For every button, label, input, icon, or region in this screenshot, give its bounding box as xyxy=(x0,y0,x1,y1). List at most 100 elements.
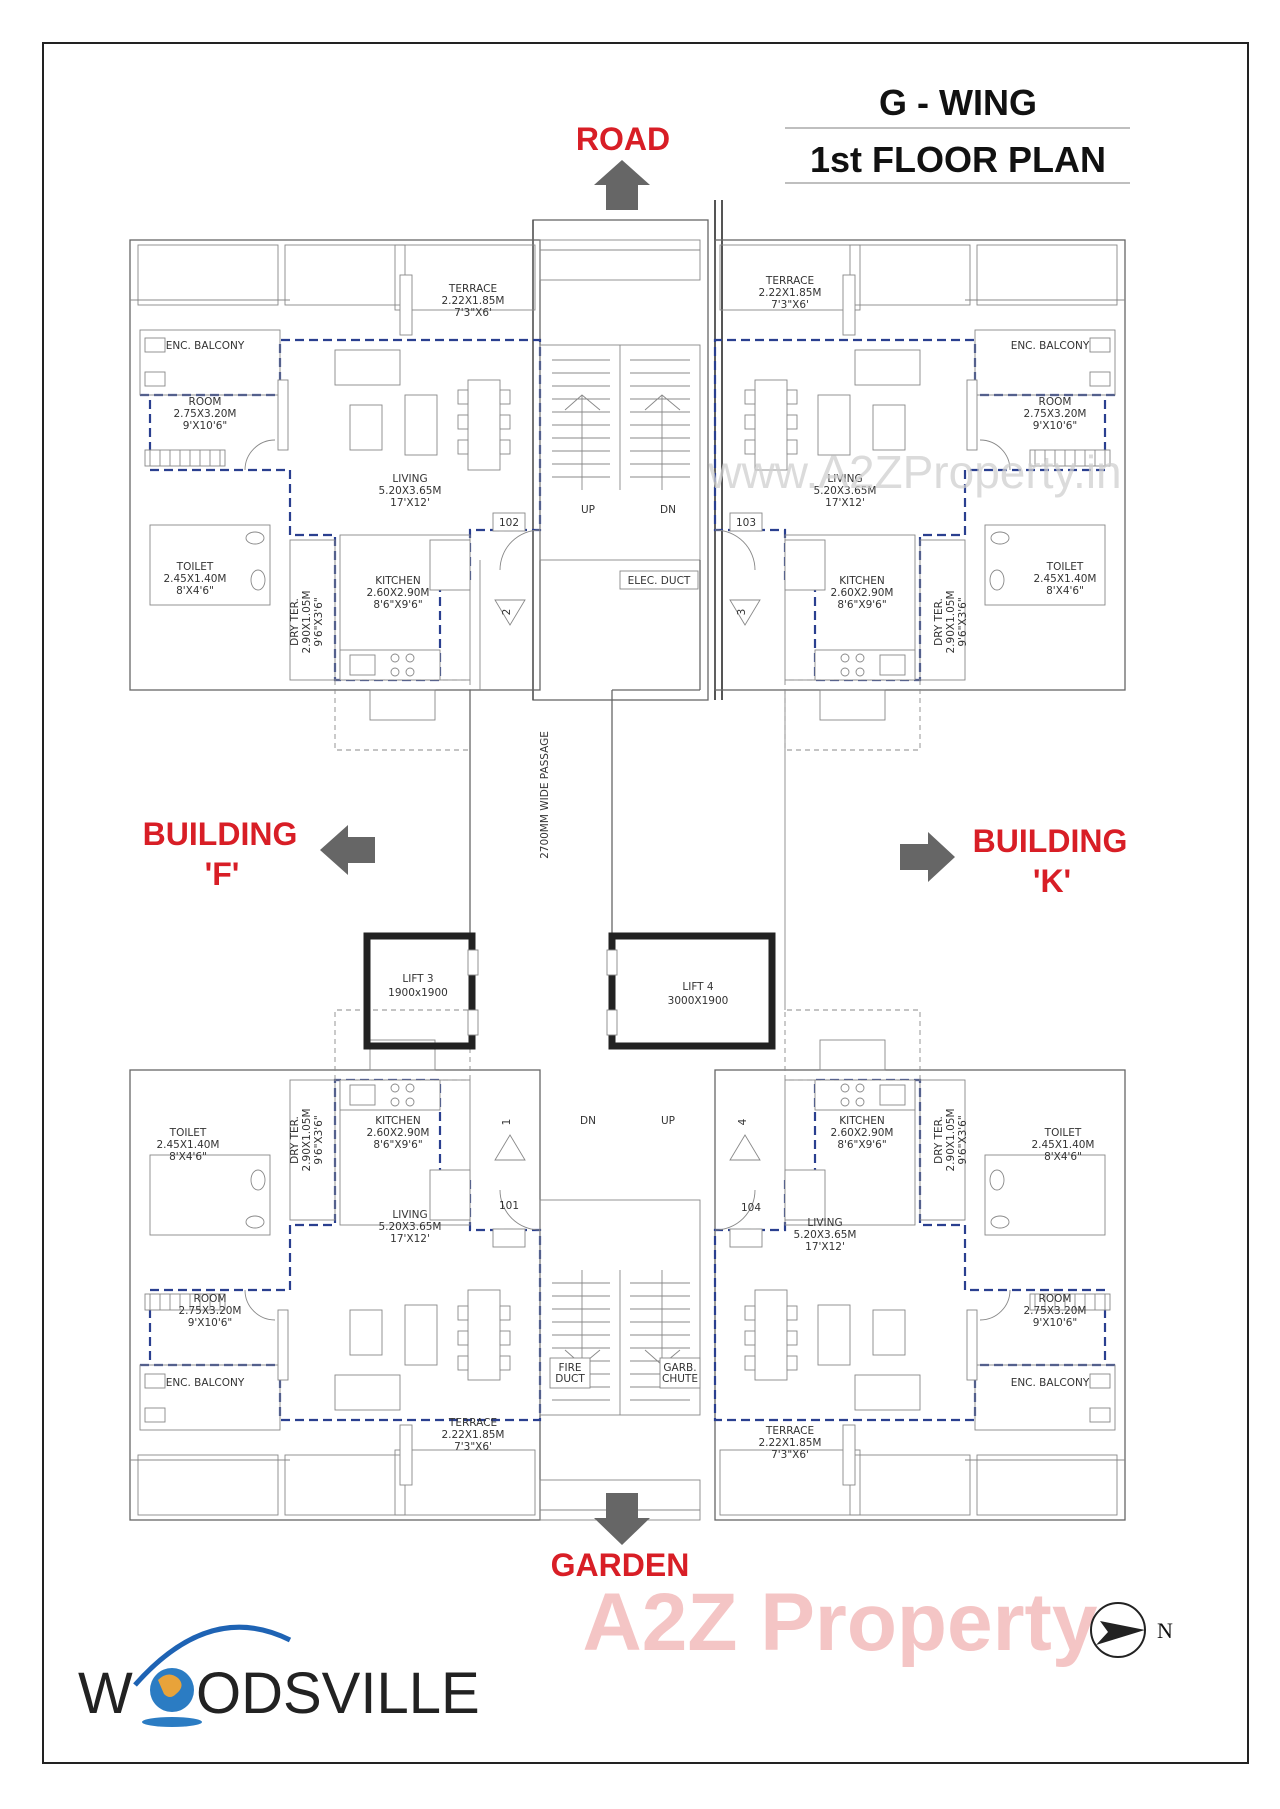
svg-text:8'6"X9'6": 8'6"X9'6" xyxy=(837,599,886,611)
garden-arrow-icon xyxy=(594,1493,650,1545)
svg-text:5.20X3.65M: 5.20X3.65M xyxy=(378,485,441,497)
svg-text:9'6"X3'6": 9'6"X3'6" xyxy=(313,1115,325,1164)
svg-text:LIVING: LIVING xyxy=(827,473,862,485)
flat-103-labels: TERRACE 2.22X1.85M 7'3"X6' ENC. BALCONY … xyxy=(736,275,1097,654)
toilet-label: TOILET xyxy=(176,561,214,573)
flat-number: 104 xyxy=(741,1202,761,1214)
page-border xyxy=(42,42,1249,1764)
north-compass-icon: N xyxy=(1090,1602,1173,1658)
lift-4-size: 3000X1900 xyxy=(668,995,729,1007)
svg-text:LIVING: LIVING xyxy=(807,1217,842,1229)
plan-title: 1st FLOOR PLAN xyxy=(810,139,1106,180)
garb-chute-label-2: CHUTE xyxy=(662,1373,698,1385)
svg-text:ENC. BALCONY: ENC. BALCONY xyxy=(1011,1377,1090,1389)
stair-dn-label-lower: DN xyxy=(580,1115,596,1127)
svg-text:3: 3 xyxy=(736,609,748,616)
living-label: LIVING xyxy=(392,473,427,485)
passage-label: 2700MM WIDE PASSAGE xyxy=(539,731,551,859)
svg-text:17'X12': 17'X12' xyxy=(825,497,865,509)
svg-text:9'6"X3'6": 9'6"X3'6" xyxy=(313,597,325,646)
svg-text:ROOM: ROOM xyxy=(1039,1293,1072,1305)
svg-text:ROOM: ROOM xyxy=(194,1293,227,1305)
svg-text:1: 1 xyxy=(501,1119,513,1126)
svg-text:2.22X1.85M: 2.22X1.85M xyxy=(441,1429,504,1441)
watermark-logo: A2Z Property xyxy=(583,1577,1098,1668)
central-passage: 2700MM WIDE PASSAGE xyxy=(469,560,786,1010)
flat-102-labels: TERRACE 2.22X1.85M 7'3"X6' ENC. BALCONY … xyxy=(163,283,519,654)
svg-text:2.90X1.05M: 2.90X1.05M xyxy=(301,1108,313,1171)
svg-text:ENC. BALCONY: ENC. BALCONY xyxy=(1011,340,1090,352)
dry-ter-label: DRY TER. xyxy=(289,598,301,646)
svg-text:TERRACE: TERRACE xyxy=(765,275,814,287)
stair-dn-label: DN xyxy=(660,504,676,516)
svg-text:2.75X3.20M: 2.75X3.20M xyxy=(178,1305,241,1317)
svg-text:8'X4'6": 8'X4'6" xyxy=(176,585,214,597)
lift-4-shaft xyxy=(608,932,776,1050)
building-f-arrow-icon xyxy=(320,825,375,875)
svg-text:KITCHEN: KITCHEN xyxy=(839,1115,885,1127)
garden-label: GARDEN xyxy=(551,1547,690,1583)
svg-text:KITCHEN: KITCHEN xyxy=(839,575,885,587)
brand-initial: W xyxy=(78,1661,133,1726)
svg-text:2.60X2.90M: 2.60X2.90M xyxy=(830,1127,893,1139)
flat-number: 103 xyxy=(736,517,756,529)
marker-label: 2 xyxy=(501,609,513,616)
brand-rest: ODSVILLE xyxy=(196,1661,480,1726)
lift-3-shaft xyxy=(363,932,476,1050)
svg-text:2.60X2.90M: 2.60X2.90M xyxy=(366,587,429,599)
svg-text:KITCHEN: KITCHEN xyxy=(375,1115,421,1127)
svg-text:9'X10'6": 9'X10'6" xyxy=(1033,1317,1078,1329)
svg-text:2.90X1.05M: 2.90X1.05M xyxy=(301,590,313,653)
svg-text:2.22X1.85M: 2.22X1.85M xyxy=(441,295,504,307)
svg-text:5.20X3.65M: 5.20X3.65M xyxy=(378,1221,441,1233)
svg-text:8'6"X9'6": 8'6"X9'6" xyxy=(373,1139,422,1151)
svg-text:4: 4 xyxy=(737,1118,749,1125)
svg-text:9'6"X3'6": 9'6"X3'6" xyxy=(957,1115,969,1164)
lift-4-name: LIFT 4 xyxy=(682,981,714,993)
room-label: ROOM xyxy=(189,396,222,408)
svg-text:TOILET: TOILET xyxy=(169,1127,207,1139)
svg-text:2.22X1.85M: 2.22X1.85M xyxy=(758,287,821,299)
svg-text:8'6"X9'6": 8'6"X9'6" xyxy=(373,599,422,611)
svg-text:TOILET: TOILET xyxy=(1044,1127,1082,1139)
woodsville-logo: W ODSVILLE xyxy=(78,1624,480,1727)
svg-text:17'X12': 17'X12' xyxy=(390,497,430,509)
kitchen-label: KITCHEN xyxy=(375,575,421,587)
svg-text:9'X10'6": 9'X10'6" xyxy=(183,420,228,432)
flat-number: 102 xyxy=(499,517,519,529)
svg-text:DRY TER.: DRY TER. xyxy=(933,1116,945,1164)
svg-text:7'3"X6': 7'3"X6' xyxy=(771,1449,809,1461)
svg-text:ROOM: ROOM xyxy=(1039,396,1072,408)
svg-text:7'3"X6': 7'3"X6' xyxy=(454,1441,492,1453)
svg-text:2.90X1.05M: 2.90X1.05M xyxy=(945,1108,957,1171)
svg-text:DRY TER.: DRY TER. xyxy=(933,598,945,646)
building-f-label-2: 'F' xyxy=(205,856,240,892)
svg-text:2.45X1.40M: 2.45X1.40M xyxy=(1033,573,1096,585)
building-k-label-1: BUILDING xyxy=(973,823,1128,859)
svg-text:2.90X1.05M: 2.90X1.05M xyxy=(945,590,957,653)
building-k-arrow-icon xyxy=(900,832,955,882)
elec-duct-label: ELEC. DUCT xyxy=(628,575,691,587)
stair-up-label: UP xyxy=(581,504,595,516)
terrace-label: TERRACE xyxy=(448,283,497,295)
svg-text:17'X12': 17'X12' xyxy=(805,1241,845,1253)
svg-text:TERRACE: TERRACE xyxy=(765,1425,814,1437)
svg-text:8'X4'6": 8'X4'6" xyxy=(1046,585,1084,597)
fire-duct-label-1: FIRE xyxy=(558,1362,581,1374)
svg-text:9'X10'6": 9'X10'6" xyxy=(188,1317,233,1329)
svg-text:2.60X2.90M: 2.60X2.90M xyxy=(366,1127,429,1139)
svg-text:DRY TER.: DRY TER. xyxy=(289,1116,301,1164)
svg-text:17'X12': 17'X12' xyxy=(390,1233,430,1245)
svg-text:9'X10'6": 9'X10'6" xyxy=(1033,420,1078,432)
north-label: N xyxy=(1157,1618,1173,1643)
svg-text:2.45X1.40M: 2.45X1.40M xyxy=(1031,1139,1094,1151)
svg-text:2.75X3.20M: 2.75X3.20M xyxy=(173,408,236,420)
flat-104-labels: TERRACE 2.22X1.85M 7'3"X6' ENC. BALCONY … xyxy=(737,1108,1095,1461)
svg-text:2.60X2.90M: 2.60X2.90M xyxy=(830,587,893,599)
svg-text:2.45X1.40M: 2.45X1.40M xyxy=(163,573,226,585)
road-arrow-icon xyxy=(594,160,650,210)
svg-text:2.22X1.85M: 2.22X1.85M xyxy=(758,1437,821,1449)
svg-text:8'X4'6": 8'X4'6" xyxy=(169,1151,207,1163)
svg-text:2.75X3.20M: 2.75X3.20M xyxy=(1023,408,1086,420)
